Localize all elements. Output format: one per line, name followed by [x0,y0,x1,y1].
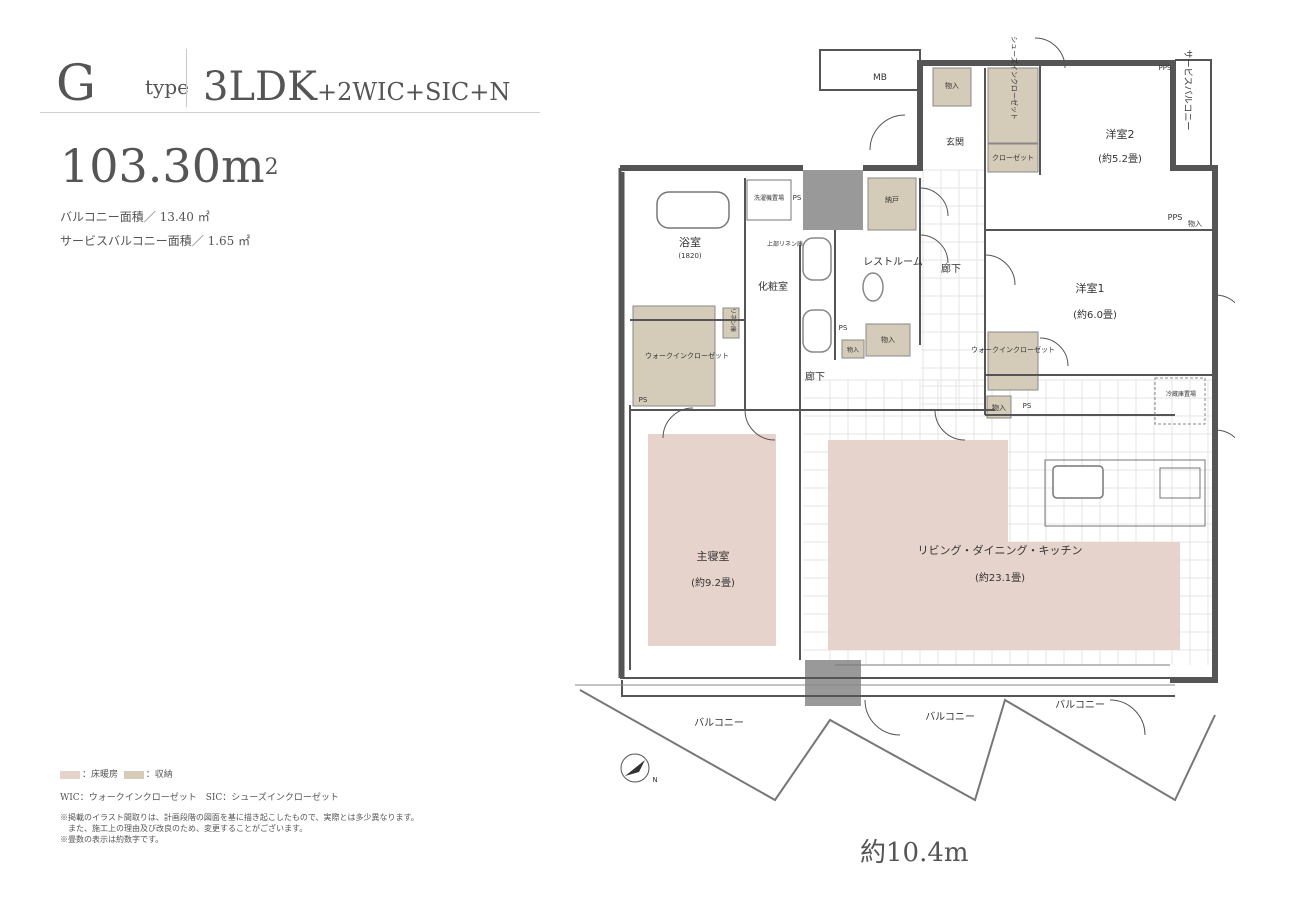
label-wic-bed1: ウォークインクローゼット [971,345,1055,354]
label-ldk: リビング・ダイニング・キッチン [918,543,1083,557]
label-bedroom2-size: (約5.2畳) [1098,152,1142,165]
label-storage-hall-a: 物入 [847,346,859,354]
label-storage-hall-b: 物入 [881,335,895,344]
storage-label: ：収納 [145,770,173,780]
label-service-balcony: サービスバルコニー [1182,50,1193,131]
label-washer: 洗濯機置場 [754,194,784,202]
wic-master [632,305,716,407]
label-bath-size: (1820) [678,252,702,260]
floor-plan: N MB PPS サービスバルコニー 物入 シューズインクローゼット 玄関 クロ… [575,36,1235,802]
label-ps-toilet: PS [839,324,848,332]
label-ps-bath: PS [793,194,802,202]
stove-icon [1159,467,1201,499]
label-storage-bed1: 物入 [992,403,1006,412]
label-entrance: 玄関 [946,136,964,148]
label-rest-room: レストルーム [863,256,923,268]
layout-main: 3LDK [203,64,317,110]
layout-suffix: +2WIC+SIC+N [316,78,511,106]
label-closet-bed2: クローゼット [992,153,1034,162]
notes: ※掲載のイラスト間取りは、計画段階の図面を基に描き起こしたもので、実際とは多少異… [60,812,419,845]
storage-top [932,67,972,107]
floor-heating-swatch [60,770,80,779]
kitchen-island [1044,459,1206,527]
wic-bed1 [987,331,1039,391]
abbreviations: WIC：ウォークインクローゼット SIC：シューズインクローゼット [60,793,339,803]
label-vanity: 化粧室 [758,280,788,293]
walls [575,49,1218,697]
floor-area-unit: m [220,139,265,193]
storage-swatch [123,770,144,779]
label-linen: リネン庫 [729,308,737,332]
label-bedroom2: 洋室2 [1106,127,1135,141]
label-sic: シューズインクローゼット [1010,36,1019,120]
storage-bed1 [986,395,1012,419]
sink-icon [802,237,832,281]
floor-heating-label: ：床暖房 [82,770,119,780]
compass: N [620,753,658,784]
floor-heating-master [648,434,776,646]
label-wic-master: ウォークインクローゼット [645,351,729,360]
header-divider [186,49,187,107]
label-storage-small: 納戸 [885,195,899,204]
storage-small [867,177,917,231]
label-hall-upper: 廊下 [941,262,961,275]
closet-bed2 [987,143,1039,173]
header-rule [40,112,540,113]
shaft-lower [805,660,861,706]
fridge-area [1154,377,1206,425]
label-master-bedroom: 主寝室 [697,549,730,563]
label-fridge: 冷蔵庫置場 [1166,390,1196,398]
dimension-label: 約10.4m [860,838,969,868]
label-balcony-right: バルコニー [1055,699,1105,711]
storage-hall-b [865,323,911,357]
bathtub-icon [656,191,730,229]
label-mb: MB [873,73,887,83]
note-3: ※畳数の表示は約数字です。 [60,835,164,844]
label-bedroom1: 洋室1 [1076,281,1105,295]
note-1: ※掲載のイラスト間取りは、計画段階の図面を基に描き起こしたもので、実際とは多少異… [60,813,419,822]
label-pps-mid: PPS [1168,213,1183,222]
washer-area [746,179,792,221]
label-ps-bed1: PS [1023,402,1032,410]
type-word: type [145,75,189,99]
label-hall-lower: 廊下 [805,370,825,383]
compass-letter: N [652,776,657,784]
floor-area-unit-sup: 2 [264,155,279,180]
storage-hall-a [841,339,865,359]
kitchen-sink-icon [1052,465,1104,499]
label-storage-top: 物入 [945,81,959,90]
note-2: また、施工上の理由及び改良のため、変更することがございます。 [60,824,308,833]
label-ps-master: PS [639,396,648,404]
type-letter: G [56,54,96,112]
floor-area-value: 103.30 [60,139,221,193]
shaft-upper [803,170,863,230]
label-ldk-size: (約23.1畳) [975,571,1025,584]
label-pps-top: PPS [1159,64,1172,72]
linen [722,307,740,339]
floor-heating-ldk [828,440,1180,650]
label-bedroom1-size: (約6.0畳) [1073,308,1117,321]
label-master-size: (約9.2畳) [691,576,735,589]
balcony-railing [579,689,1216,802]
plan-header: G type 3LDK+2WIC+SIC+N [40,49,540,115]
doors [662,37,1235,736]
layout-label: 3LDK+2WIC+SIC+N [203,65,510,114]
label-bathroom: 浴室 [679,235,701,249]
label-balcony-mid: バルコニー [925,711,975,723]
legend: ：床暖房 ：収納 [60,767,173,780]
service-balcony-area: サービスバルコニー面積／ 1.65 ㎡ [60,234,251,248]
sink-icon [802,309,832,353]
toilet-icon [862,272,884,302]
label-balcony-left: バルコニー [694,717,744,729]
label-linen-upper: 上部リネン庫 [767,240,803,248]
floor-area: 103.30m2 [60,140,279,192]
label-storage-bed2: 物入 [1188,219,1202,228]
shoes-in-closet [987,67,1039,144]
balcony-area: バルコニー面積／ 13.40 ㎡ [60,210,210,224]
